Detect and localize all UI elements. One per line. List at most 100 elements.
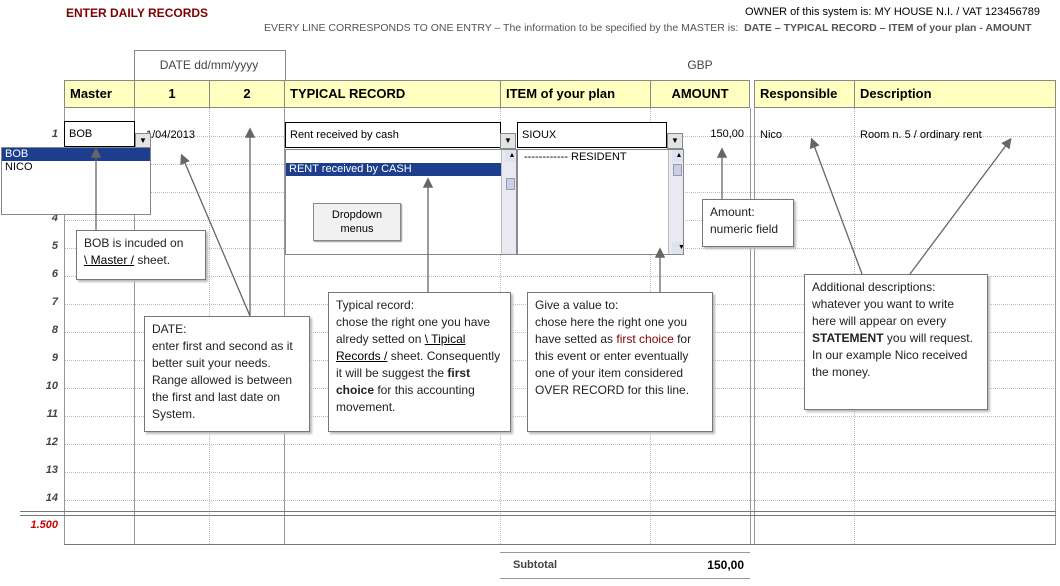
master-sheet-link[interactable]: \ Master / xyxy=(84,253,135,267)
page-title: ENTER DAILY RECORDS xyxy=(66,6,209,20)
subtotal-label: Subtotal xyxy=(513,559,557,571)
grid-vline xyxy=(754,108,755,544)
callout-additional-text2: you will request. xyxy=(883,331,973,345)
row1-date[interactable]: 1/04/2013 xyxy=(146,129,195,141)
chevron-down-icon: ▼ xyxy=(139,136,147,145)
col-header-item: ITEM of your plan xyxy=(500,80,651,108)
callout-value-text2: for this event or enter eventually one o… xyxy=(535,332,692,397)
callout-additional-bold: STATEMENT xyxy=(812,331,884,345)
callout-additional-body: whatever you want to write here will app… xyxy=(812,296,980,347)
chevron-down-icon: ▼ xyxy=(504,136,512,145)
subtotal-divider-bottom xyxy=(500,578,750,579)
row-number: 7 xyxy=(51,296,58,308)
master-combo[interactable]: BOB xyxy=(64,121,135,147)
callout-amount: Amount: numeric field xyxy=(702,199,794,247)
callout-amount-body: numeric field xyxy=(710,222,779,236)
callout-amount-title: Amount: xyxy=(710,205,755,219)
callout-master-suffix: sheet. xyxy=(134,253,171,267)
master-option[interactable]: NICO xyxy=(5,161,33,173)
item-option[interactable]: ------------ RESIDENT xyxy=(524,151,627,163)
grid-hline xyxy=(64,444,1056,445)
grid-vline xyxy=(64,108,65,544)
grid-hline xyxy=(64,472,1056,473)
callout-additional-descriptions: Additional descriptions: whatever you wa… xyxy=(804,274,988,410)
row-number: 13 xyxy=(45,464,58,476)
callout-typical-bold: first choice xyxy=(336,366,471,397)
item-scrollbar[interactable]: ▲ ▼ xyxy=(668,150,683,254)
callout-typical-text2: sheet. Consequently it will be suggest t… xyxy=(336,349,501,380)
row-number: 10 xyxy=(45,380,58,392)
item-list[interactable]: ------------ RESIDENTROTTENSIOUXEMMAJAM-… xyxy=(517,149,684,255)
col-header-amount: AMOUNT xyxy=(650,80,750,108)
typical-dropdown-button[interactable]: ▼ xyxy=(500,133,516,149)
grid-hline xyxy=(64,276,1056,277)
row-number: 4 xyxy=(51,212,58,224)
row-number: 6 xyxy=(51,268,58,280)
typical-record-combo[interactable]: Rent received by cash xyxy=(285,122,501,148)
callout-master: BOB is incuded on \ Master / sheet. xyxy=(76,230,206,280)
col-header-date2: 2 xyxy=(209,80,285,108)
callout-give-value: Give a value to: chose here the right on… xyxy=(527,292,713,432)
grid-vline xyxy=(1055,108,1056,544)
grid-hline xyxy=(64,500,1056,501)
row1-description[interactable]: Room n. 5 / ordinary rent xyxy=(860,129,982,141)
arrow-description xyxy=(909,137,1012,275)
item-combo[interactable]: SIOUX xyxy=(517,122,667,148)
dropdown-menus-button[interactable]: Dropdown menus xyxy=(313,203,401,241)
callout-typical-text1: chose the right one you have alredy sett… xyxy=(336,315,491,346)
callout-additional-text1: whatever you want to write here will app… xyxy=(812,297,955,328)
row-number: 11 xyxy=(46,408,58,420)
grid-vline xyxy=(134,108,135,544)
subtotal-divider-top xyxy=(500,552,750,553)
chevron-up-icon[interactable]: ▲ xyxy=(505,150,516,162)
item-dropdown-button[interactable]: ▼ xyxy=(667,133,683,149)
col-header-description: Description xyxy=(854,80,1056,108)
col-header-master: Master xyxy=(64,80,135,108)
row-number: 5 xyxy=(51,240,58,252)
scrollbar-thumb[interactable] xyxy=(506,178,515,190)
arrow-responsible xyxy=(809,137,863,275)
callout-date: DATE: enter first and second as it bette… xyxy=(144,316,310,432)
callout-value-body: chose here the right one you have setted… xyxy=(535,314,705,399)
row-number: 14 xyxy=(45,492,58,504)
currency-label: GBP xyxy=(687,58,713,72)
scrollbar-thumb[interactable] xyxy=(673,164,682,176)
callout-value-first-choice: first choice xyxy=(616,332,674,346)
callout-value-text1: chose here the right one you have setted… xyxy=(535,315,688,346)
date-group-box xyxy=(134,50,286,81)
col-header-typical-record: TYPICAL RECORD xyxy=(284,80,501,108)
typical-options: RENT received by CASHRENT received by BA… xyxy=(286,163,501,176)
tipical-records-sheet-link[interactable]: \ Tipical Records / xyxy=(336,332,466,363)
chevron-down-icon: ▼ xyxy=(671,136,679,145)
item-options: ------------ RESIDENTROTTENSIOUXEMMAJAM-… xyxy=(518,151,671,164)
row1-responsible[interactable]: Nico xyxy=(760,129,783,141)
row1-amount[interactable]: 150,00 xyxy=(710,128,744,140)
total-marker: 1.500 xyxy=(30,519,58,531)
callout-additional-text3: In our example Nico received the money. xyxy=(812,348,968,379)
callout-master-line2: \ Master / sheet. xyxy=(84,252,198,269)
row-number: 8 xyxy=(51,324,58,336)
callout-typical-body: chose the right one you have alredy sett… xyxy=(336,314,503,416)
owner-info: OWNER of this system is: MY HOUSE N.I. /… xyxy=(744,6,1040,18)
callout-typical-title: Typical record: xyxy=(336,298,415,312)
table-bottom-line xyxy=(64,544,1056,545)
master-option[interactable]: BOB xyxy=(2,148,150,161)
chevron-up-icon[interactable]: ▲ xyxy=(672,150,683,162)
col-header-responsible: Responsible xyxy=(754,80,855,108)
typical-record-option[interactable]: RENT received by CASH xyxy=(286,163,501,176)
subtotal-value: 150,00 xyxy=(707,558,744,572)
callout-master-line1: BOB is incuded on xyxy=(84,236,184,250)
total-separator xyxy=(20,511,1056,516)
date-group-label: DATE dd/mm/yyyy xyxy=(159,58,259,72)
typical-scrollbar[interactable]: ▲ xyxy=(501,150,516,254)
chevron-down-icon[interactable]: ▼ xyxy=(672,242,683,254)
callout-date-body: enter first and second as it better suit… xyxy=(152,339,293,421)
callout-typical-record: Typical record: chose the right one you … xyxy=(328,292,511,432)
callout-date-title: DATE: xyxy=(152,322,187,336)
callout-additional-title: Additional descriptions: xyxy=(812,280,936,294)
row-number: 1 xyxy=(51,128,58,140)
arrow-date-1 xyxy=(180,153,251,317)
instruction-line: EVERY LINE CORRESPONDS TO ONE ENTRY – Th… xyxy=(264,22,1032,34)
